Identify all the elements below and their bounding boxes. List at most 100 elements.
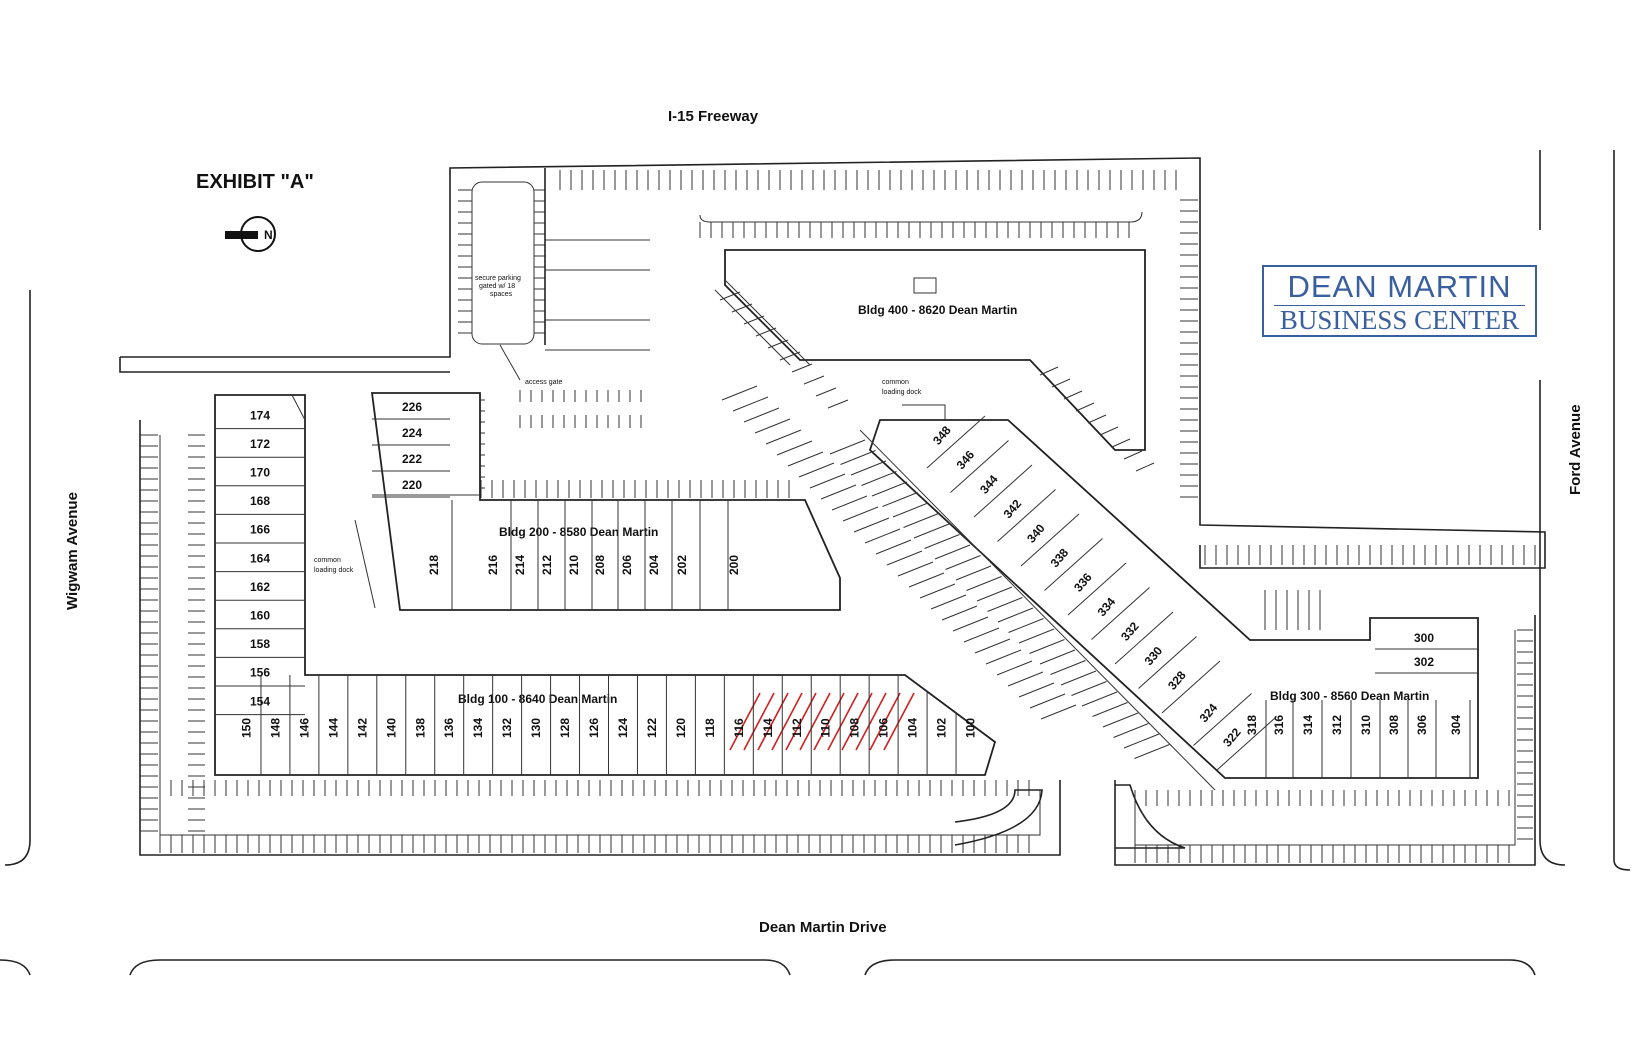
unit-divider [1020, 513, 1080, 567]
building-400-parking-curve [699, 211, 1143, 223]
parking-stall [1113, 723, 1149, 738]
parking-stall [886, 550, 923, 566]
unit-158: 158 [250, 637, 270, 651]
parking-ring-west-south [139, 420, 1061, 856]
unit-divider [950, 440, 1009, 493]
building-300-label: Bldg 300 - 8560 Dean Martin [1270, 689, 1429, 703]
unit-divider [926, 415, 986, 469]
unit-160: 160 [250, 609, 270, 623]
unit-divider [997, 489, 1056, 542]
unit-222: 222 [402, 452, 422, 466]
parking-stalls [140, 170, 1536, 863]
unit-168: 168 [250, 494, 270, 508]
parking-stall [719, 291, 741, 301]
parking-stall [765, 429, 802, 445]
unit-divider [1193, 693, 1252, 746]
unit-174: 174 [250, 408, 270, 422]
unit-218: 218 [427, 555, 441, 575]
unit-126: 126 [587, 718, 601, 738]
parking-stall [853, 517, 890, 533]
unit-226: 226 [402, 400, 422, 414]
building-300-dock [902, 404, 946, 420]
unit-divider [973, 464, 1033, 518]
parking-stall [987, 597, 1023, 612]
parking-stall [1051, 378, 1071, 388]
parking-stall [1087, 414, 1107, 424]
unit-divider [1067, 562, 1127, 616]
parking-stall [732, 396, 769, 412]
note-access-gate-leader [499, 344, 521, 381]
parking-stall [776, 440, 813, 456]
parking-ring-southeast [1114, 615, 1536, 866]
hatch-line [799, 692, 831, 751]
building-100-corner [291, 394, 306, 421]
parking-stall [1029, 639, 1065, 654]
unit-216: 216 [486, 555, 500, 575]
parking-stall [798, 462, 835, 478]
unit-208: 208 [593, 555, 607, 575]
parking-stall [1007, 671, 1044, 687]
street-i15: I-15 Freeway [668, 108, 759, 125]
parking-stall [850, 460, 887, 476]
unit-110: 110 [819, 718, 833, 738]
note-gated-1: secure parking [475, 275, 521, 282]
hatch-line [869, 692, 901, 751]
parking-stall [882, 492, 918, 507]
parking-stall [934, 544, 971, 560]
unit-162: 162 [250, 580, 270, 594]
parking-stall [1018, 682, 1055, 698]
parking-stall [827, 399, 849, 409]
parking-stall [1123, 733, 1160, 749]
entry-island-west [954, 789, 1043, 846]
diagonal-parking [719, 291, 1170, 759]
parking-stall [820, 484, 857, 500]
parking-stall [1039, 649, 1076, 665]
unit-302: 302 [1414, 655, 1434, 669]
unit-204: 204 [647, 555, 661, 575]
north-arrow: N [225, 216, 276, 252]
north-arrow-label: N [264, 228, 273, 242]
unit-300: 300 [1414, 631, 1434, 645]
hatch-line [883, 692, 915, 751]
parking-stall [1050, 660, 1086, 675]
unit-146: 146 [297, 718, 311, 738]
parking-stall [809, 473, 846, 489]
parking-ring-inner-se [1134, 630, 1516, 846]
parking-stall [731, 303, 753, 313]
unit-124: 124 [616, 718, 630, 738]
note-gated-3: spaces [490, 291, 513, 298]
ford-avenue-edge-right [1613, 150, 1631, 871]
parking-stall [966, 576, 1002, 591]
unit-134: 134 [471, 718, 485, 738]
street-ford: Ford Avenue [1567, 404, 1584, 495]
gated-parking-lot [471, 181, 535, 345]
hatch-line [841, 692, 873, 751]
unit-100: 100 [964, 718, 978, 738]
unit-divider [1138, 636, 1197, 689]
parking-stall [871, 481, 908, 497]
unit-310: 310 [1359, 715, 1373, 735]
unit-104: 104 [906, 718, 920, 738]
parking-stall [976, 586, 1013, 602]
parking-stall [997, 607, 1034, 623]
building-300 [868, 419, 1479, 779]
unit-214: 214 [513, 555, 527, 575]
logo-line-2: BUSINESS CENTER [1279, 305, 1520, 335]
parking-stall [743, 407, 780, 423]
site-boundary-west-stub [119, 357, 450, 373]
parking-stall [1092, 702, 1128, 717]
unit-150: 150 [239, 718, 253, 738]
parking-stall [1123, 450, 1143, 460]
unit-132: 132 [500, 718, 514, 738]
parking-stall [791, 363, 813, 373]
exhibit-title: EXHIBIT "A" [196, 171, 314, 193]
unit-140: 140 [384, 718, 398, 738]
building-400-drive [714, 279, 811, 366]
parking-stall [1071, 681, 1107, 696]
parking-stall [941, 605, 978, 621]
parking-stall [955, 565, 992, 581]
unit-136: 136 [442, 718, 456, 738]
unit-128: 128 [558, 718, 572, 738]
